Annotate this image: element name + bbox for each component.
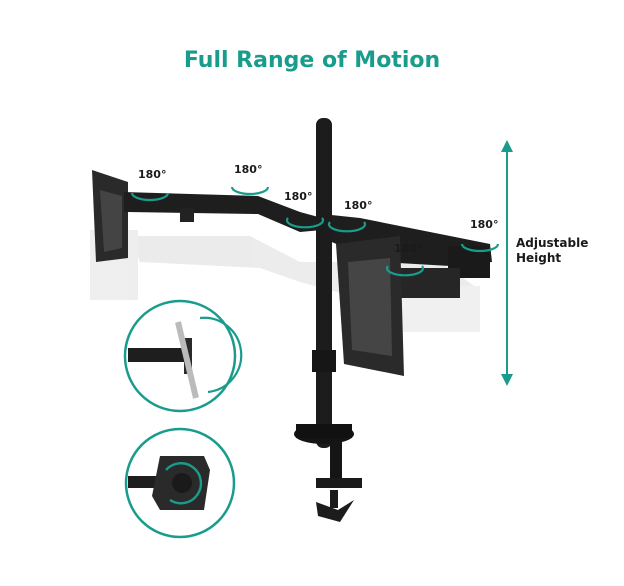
swivel-arrow-icon (385, 265, 425, 277)
rotation-label: 180° (470, 218, 499, 231)
rotation-label: 180° (234, 163, 263, 176)
pole (294, 118, 362, 522)
page-title: Full Range of Motion (183, 48, 441, 73)
rotate-arrow-icon (165, 462, 203, 505)
left-arm (124, 192, 322, 232)
swivel-arrow-icon (327, 221, 367, 233)
right-vesa-plate (336, 236, 404, 376)
rotation-label: 180° (394, 242, 423, 255)
rotation-label: 180° (344, 199, 373, 212)
swivel-arrow-icon (460, 243, 500, 253)
swivel-arrow-icon (285, 217, 325, 229)
rotate-inset (124, 427, 236, 539)
height-label-line1: Adjustable (516, 236, 589, 250)
adjustable-height-label: Adjustable Height (516, 236, 616, 266)
left-vesa-plate (92, 170, 128, 262)
tilt-arrow-icon (199, 316, 243, 394)
rotation-label: 180° (138, 168, 167, 181)
swivel-arrow-icon (130, 192, 170, 202)
tilt-inset (123, 299, 243, 413)
height-label-line2: Height (516, 251, 562, 265)
swivel-arrow-icon (230, 186, 270, 196)
rotation-label: 180° (284, 190, 313, 203)
rotation-arrows (130, 186, 500, 277)
